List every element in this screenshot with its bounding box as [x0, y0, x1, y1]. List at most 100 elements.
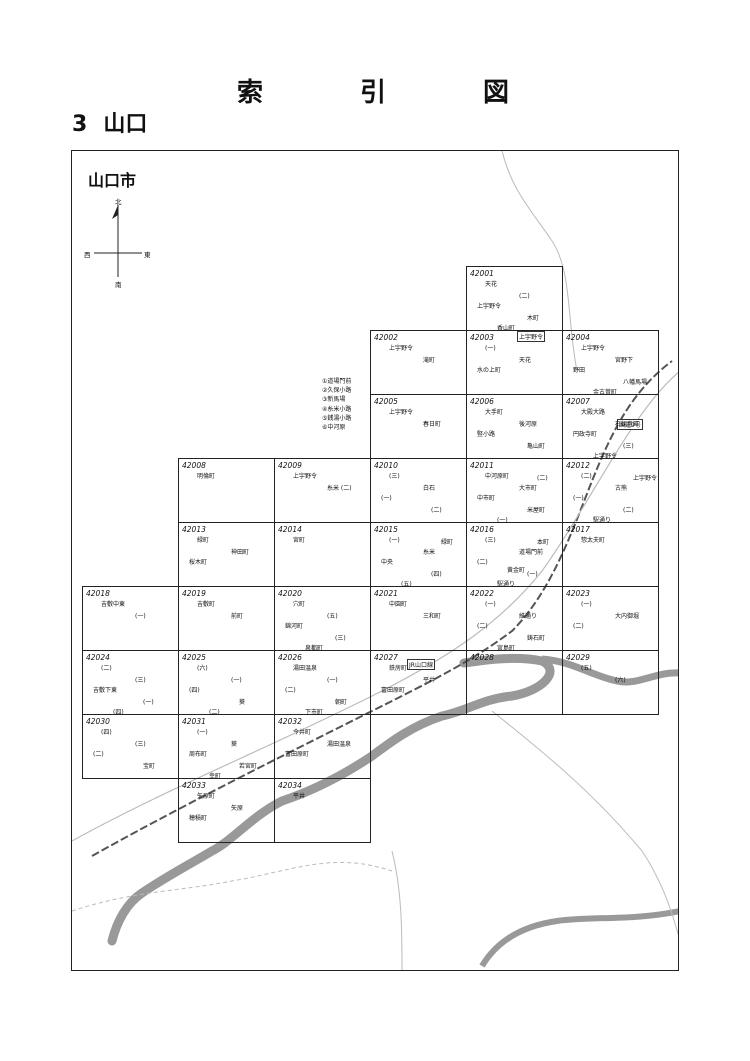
sheet-number: 42010 [374, 461, 398, 470]
place-label: (二) [101, 665, 112, 672]
sheet-number: 42022 [470, 589, 494, 598]
place-label: 宮野下 [615, 357, 634, 364]
sheet-number: 42014 [278, 525, 302, 534]
place-label: 上宇野令 [293, 473, 318, 480]
sheet-number: 42013 [182, 525, 206, 534]
map-sheet-cell[interactable]: 42015(一)糸米中央(四)(五)緑町 [370, 522, 467, 588]
sheet-number: 42002 [374, 333, 398, 342]
place-label: 中園町 [389, 601, 408, 608]
place-label: (三) [135, 741, 146, 748]
map-sheet-cell[interactable]: 42024(二)(三)吉敷下東(一)(四) [82, 650, 179, 716]
sheet-number: 42019 [182, 589, 206, 598]
place-label: 宮島町 [497, 645, 516, 652]
place-label: (一) [497, 517, 508, 524]
place-label: 桜木町 [189, 559, 208, 566]
place-label: (二) [209, 709, 220, 716]
map-sheet-cell[interactable]: 42029(五)(六) [562, 650, 659, 715]
place-label: 上宇野令 [593, 453, 618, 460]
place-label: 道場門前 [519, 549, 544, 556]
place-label: (三) [389, 473, 400, 480]
place-label: (六) [615, 677, 626, 684]
map-sheet-cell[interactable]: 42022(一)維通り(二)鋳石町宮島町 [466, 586, 563, 652]
place-label: 香山町 [497, 325, 516, 332]
place-label: 錦河町 [285, 623, 304, 630]
map-sheet-cell[interactable]: 42010(三)白石(一)(二) [370, 458, 467, 523]
sheet-number: 42006 [470, 397, 494, 406]
map-sheet-cell[interactable]: 42031(一)葵周布町若宮町幸町 [178, 714, 275, 780]
place-label: 幸町 [209, 773, 222, 780]
place-label: 上宇野令 [389, 345, 414, 352]
place-label: 古熊 [615, 485, 628, 492]
place-label: 鋳石町 [527, 635, 546, 642]
place-label: 木町 [527, 315, 540, 322]
place-label: (四) [101, 729, 112, 736]
place-label: 中河原町 [485, 473, 510, 480]
place-label: (三) [485, 537, 496, 544]
place-label: 葵 [231, 741, 238, 748]
place-label: 糸米 [423, 549, 436, 556]
boundary [72, 861, 393, 912]
place-label: (二) [431, 507, 442, 514]
legend-item: ①道場門前 [322, 378, 352, 385]
sheet-number: 42017 [566, 525, 590, 534]
map-sheet-cell[interactable]: 42030(四)(三)(二)宝町 [82, 714, 179, 779]
place-label: 三和町 [423, 613, 442, 620]
sheet-number: 42018 [86, 589, 110, 598]
compass-west: 西 [84, 251, 91, 259]
place-label: 白石 [423, 485, 436, 492]
sheet-number: 42009 [278, 461, 302, 470]
place-label: (六) [197, 665, 208, 672]
place-label: 平井 [423, 677, 436, 684]
place-label: (五) [327, 613, 338, 620]
place-label: 上宇野令 [389, 409, 414, 416]
sheet-number: 42026 [278, 653, 302, 662]
place-label: (二) [285, 687, 296, 694]
map-sheet-cell[interactable]: 42025(六)(一)(四)葵(二) [178, 650, 275, 716]
map-sheet-cell[interactable]: 42016(三)道場門前(二)(一)駅通り本町黄金町 [466, 522, 563, 588]
sheet-number: 42008 [182, 461, 206, 470]
map-sheet-cell[interactable]: 42028 [466, 650, 563, 715]
place-label: 黄金町 [507, 567, 526, 574]
map-sheet-cell[interactable]: 42003(一)天花水の上町 [466, 330, 563, 395]
place-label: (二) [93, 751, 104, 758]
railway-label: JR山口線 [407, 659, 435, 670]
place-label: 朝町 [335, 699, 348, 706]
sheet-number: 42024 [86, 653, 110, 662]
place-label: (一) [581, 601, 592, 608]
place-label: (三) [335, 635, 346, 642]
sheet-number: 42029 [566, 653, 590, 662]
page-title: 索 引 図 [236, 78, 554, 108]
place-label: 上宇野令 [633, 475, 658, 482]
place-label: 維通り [519, 613, 538, 620]
place-label: 吉敷町 [197, 601, 216, 608]
sheet-number: 42025 [182, 653, 206, 662]
map-sheet-cell[interactable]: 42023(一)大内御堀(二) [562, 586, 659, 651]
sheet-number: 42032 [278, 717, 302, 726]
sheet-number: 42027 [374, 653, 398, 662]
place-label: 天花 [485, 281, 498, 288]
place-label: 春日町 [423, 421, 442, 428]
map-sheet-cell[interactable]: 42012(二)古熊(一)(二)駅通り上宇野令 [562, 458, 659, 524]
sheet-number: 42023 [566, 589, 590, 598]
